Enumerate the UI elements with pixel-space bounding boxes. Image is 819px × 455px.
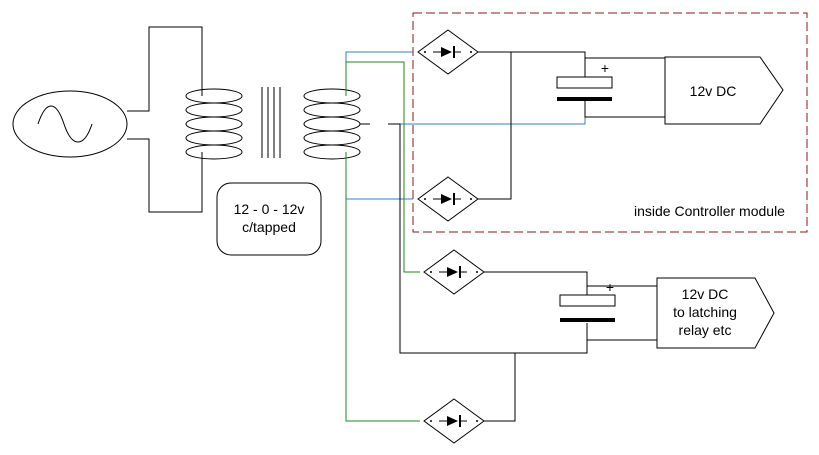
controller-module-label: inside Controller module [634, 203, 785, 219]
green-wiring [345, 61, 420, 422]
output-top-label: 12v DC [690, 83, 737, 99]
bridge-rectifier-middle [417, 176, 479, 222]
capacitor-plus-sign: + [601, 60, 609, 76]
dc-wiring [388, 51, 665, 422]
output-connector-top: 12v DC [664, 56, 784, 125]
primary-wiring [127, 26, 203, 213]
output-bottom-label-line1: 12v DC [682, 286, 729, 302]
diode-icon [447, 416, 458, 426]
ac-source [12, 90, 128, 158]
sine-wave-icon [37, 105, 93, 143]
output-bottom-label-line2: to latching [673, 304, 737, 320]
bridge-rectifier-lower [423, 249, 485, 295]
transformer-rating-label: 12 - 0 - 12v [234, 201, 305, 217]
bridge-rectifier-top [417, 29, 479, 75]
transformer-tap-label: c/tapped [242, 219, 296, 235]
diode-icon [447, 267, 458, 277]
output-connector-bottom: 12v DC to latching relay etc [656, 277, 775, 349]
secondary-coil [303, 88, 361, 160]
capacitor-top: + [556, 60, 613, 101]
transformer-core [261, 87, 281, 158]
capacitor-plus-sign: + [606, 279, 614, 295]
bridge-rectifier-bottom [423, 398, 485, 444]
transformer-label-box [216, 182, 322, 256]
controller-module-boundary [412, 12, 808, 233]
blue-wiring [345, 51, 586, 200]
capacitor-bottom: + [559, 279, 616, 322]
output-bottom-label-line3: relay etc [679, 322, 732, 338]
diode-icon [441, 194, 452, 204]
primary-coil [185, 88, 243, 160]
diode-icon [441, 47, 452, 57]
